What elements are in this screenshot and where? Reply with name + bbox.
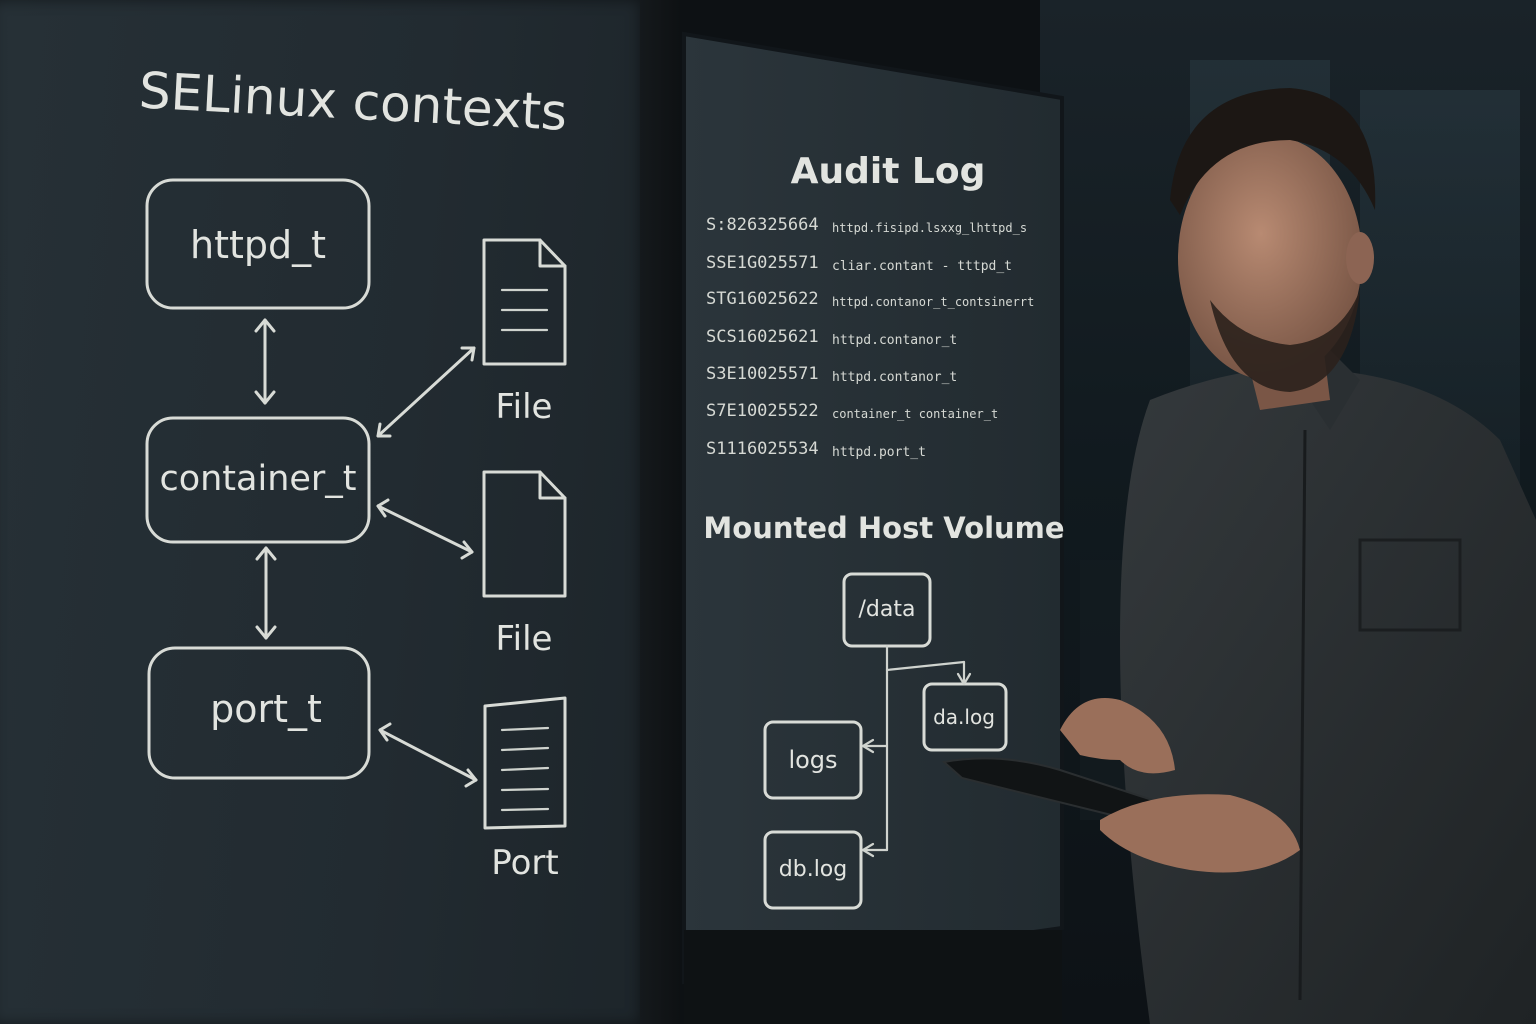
file-icon xyxy=(482,470,567,598)
beard xyxy=(1210,290,1360,392)
object-label: File xyxy=(496,619,553,659)
double-arrow-icon xyxy=(254,318,276,405)
shirt-placket xyxy=(1298,429,1307,1001)
left-chalkboard: SELinux contexts httpd_t container_t por… xyxy=(0,0,680,1024)
board-edge xyxy=(640,0,680,1024)
context-label: port_t xyxy=(210,687,322,731)
object-label: Port xyxy=(491,843,558,883)
right-hand xyxy=(1100,794,1300,873)
ear xyxy=(1346,232,1374,284)
context-box-port: port_t xyxy=(147,646,371,780)
double-arrow-icon xyxy=(378,722,478,788)
context-label: httpd_t xyxy=(190,223,326,267)
object-label: File xyxy=(496,387,553,427)
shirt-pocket xyxy=(1358,538,1462,632)
left-hand xyxy=(1060,698,1175,774)
double-arrow-icon xyxy=(376,346,476,438)
shirt xyxy=(1120,368,1536,1024)
context-box-httpd: httpd_t xyxy=(145,178,371,310)
double-arrow-icon xyxy=(376,498,474,560)
context-label: container_t xyxy=(159,459,356,499)
port-document-icon xyxy=(483,696,567,830)
file-icon xyxy=(482,238,567,366)
hair xyxy=(1170,88,1376,215)
double-arrow-icon xyxy=(255,546,277,640)
context-box-container: container_t xyxy=(145,416,371,544)
